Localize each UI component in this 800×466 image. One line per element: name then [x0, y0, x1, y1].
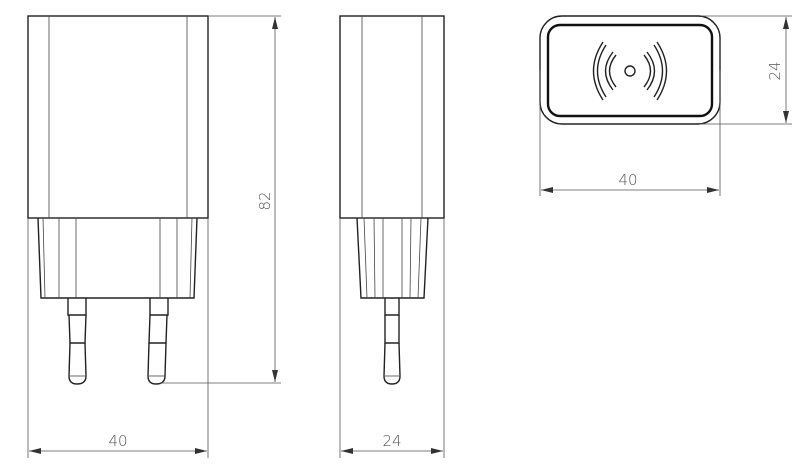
side-width-label: 24	[382, 432, 401, 450]
front-body	[27, 15, 209, 219]
wireless-signal-icon	[592, 41, 668, 101]
side-pin	[383, 298, 401, 385]
front-view: 82 40	[27, 15, 281, 458]
front-pin-right	[147, 298, 169, 385]
side-view: 24	[339, 15, 445, 458]
side-body	[339, 15, 445, 219]
top-view: 24 40	[539, 15, 792, 196]
front-pin-left	[67, 298, 87, 385]
front-height-label: 82	[256, 191, 274, 210]
top-outer-outline	[539, 15, 721, 125]
top-width-label: 40	[618, 171, 637, 189]
side-base	[356, 217, 429, 299]
top-height-label: 24	[766, 61, 784, 80]
front-width-label: 40	[108, 432, 127, 450]
front-base	[37, 217, 198, 299]
top-inner-face	[546, 23, 714, 118]
